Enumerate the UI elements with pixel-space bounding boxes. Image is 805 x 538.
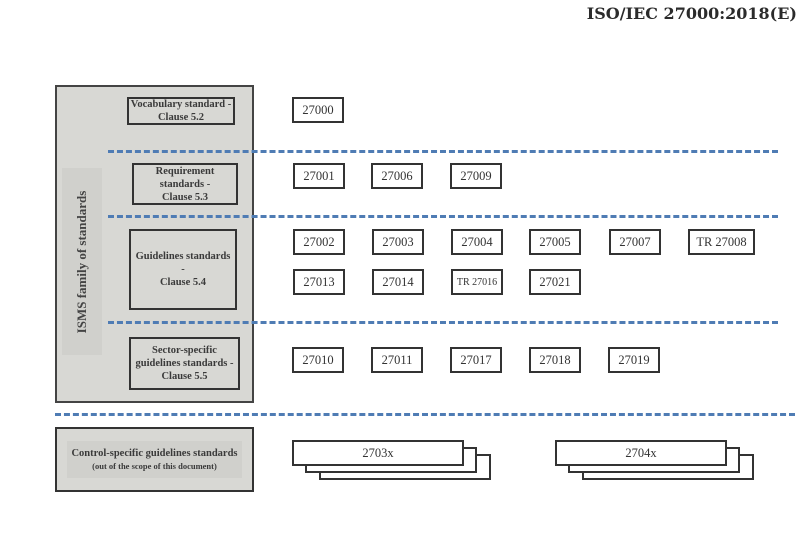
control-specific-note: (out of the scope of this document) <box>92 461 217 471</box>
category-guidelines: Guidelines standards - Clause 5.4 <box>129 229 237 310</box>
standard-box: 27009 <box>450 163 502 189</box>
isms-family-label: ISMS family of standards <box>74 190 89 334</box>
standard-box: 27007 <box>609 229 661 255</box>
standard-box: 27018 <box>529 347 581 373</box>
divider-line <box>108 150 778 153</box>
standard-box: 27002 <box>293 229 345 255</box>
standard-box: 27006 <box>371 163 423 189</box>
standard-box: 27001 <box>293 163 345 189</box>
standard-box: 27000 <box>292 97 344 123</box>
divider-line <box>108 321 778 324</box>
document-header: ISO/IEC 27000:2018(E) <box>586 4 797 23</box>
divider-line <box>108 215 778 218</box>
standard-box: 27017 <box>450 347 502 373</box>
category-requirement: Requirement standards - Clause 5.3 <box>132 163 238 205</box>
standard-box: 27019 <box>608 347 660 373</box>
standard-series-stack: 2703x <box>292 440 491 480</box>
category-sector-specific: Sector-specific guidelines standards - C… <box>129 337 240 390</box>
standard-box: 27013 <box>293 269 345 295</box>
control-specific-label: Control-specific guidelines standards <box>71 448 238 459</box>
standard-box: 27004 <box>451 229 503 255</box>
standard-series-stack: 2704x <box>555 440 754 480</box>
divider-line <box>55 413 795 416</box>
standard-box: TR 27008 <box>688 229 755 255</box>
standard-box: 27021 <box>529 269 581 295</box>
standard-box: 27011 <box>371 347 423 373</box>
standard-box: 27010 <box>292 347 344 373</box>
standard-box: 27003 <box>372 229 424 255</box>
series-label: 2704x <box>555 440 727 466</box>
series-label: 2703x <box>292 440 464 466</box>
standard-box: 27014 <box>372 269 424 295</box>
category-control-specific: Control-specific guidelines standards (o… <box>55 427 254 492</box>
category-vocabulary: Vocabulary standard - Clause 5.2 <box>127 97 235 125</box>
isms-label-band <box>62 168 102 355</box>
standard-box: TR 27016 <box>451 269 503 295</box>
standard-box: 27005 <box>529 229 581 255</box>
